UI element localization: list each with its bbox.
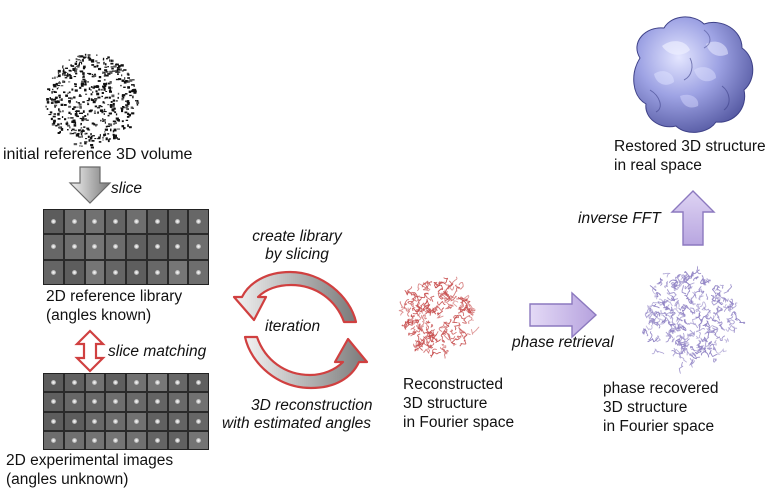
restored-label-line1: Restored 3D structure [614, 138, 766, 155]
restored-label-line2: in real space [614, 157, 702, 174]
projection-tile [106, 260, 125, 284]
reference-library-grid [43, 209, 209, 285]
projection-tile [44, 431, 63, 449]
reconstructed-fourier-structure-image [398, 276, 480, 359]
projection-tile [189, 374, 208, 392]
projection-tile [189, 260, 208, 284]
projection-tile [147, 374, 167, 392]
projection-tile [168, 412, 188, 430]
projection-tile [147, 393, 167, 411]
projection-tile [64, 393, 84, 411]
reconstructed-label-line1: Reconstructed [403, 376, 503, 393]
projection-tile [189, 412, 208, 430]
projection-tile [64, 431, 84, 449]
projection-tile [168, 431, 188, 449]
projection-tile [147, 210, 167, 234]
projection-tile [85, 431, 105, 449]
projection-tile [168, 210, 188, 234]
projection-tile [127, 235, 146, 259]
projection-tile [85, 393, 105, 411]
inverse-fft-arrow [670, 190, 716, 246]
projection-tile [44, 412, 63, 430]
projection-tile [64, 260, 84, 284]
projection-tile [127, 210, 146, 234]
experimental-images-grid [43, 373, 209, 450]
slice-label: slice [111, 180, 143, 197]
initial-volume-image [45, 53, 140, 149]
projection-tile [147, 235, 167, 259]
projection-tile [106, 210, 125, 234]
projection-tile [106, 374, 125, 392]
projection-tile [44, 235, 63, 259]
projection-tile [147, 260, 167, 284]
experimental-images-label-line2: (angles unknown) [6, 471, 129, 488]
projection-tile [64, 412, 84, 430]
projection-tile [189, 235, 208, 259]
iteration-label: iteration [265, 318, 321, 335]
initial-volume-label: initial reference 3D volume [3, 146, 193, 163]
projection-tile [168, 393, 188, 411]
projection-tile [85, 235, 105, 259]
slice-arrow [68, 166, 112, 204]
projection-tile [168, 260, 188, 284]
phase-recovered-label-line1: phase recovered [603, 380, 719, 397]
projection-tile [189, 393, 208, 411]
create-library-label-line1: create library [252, 228, 342, 245]
reconstructed-label-line2: 3D structure [403, 395, 488, 412]
create-library-arrow [232, 270, 358, 324]
create-library-label-line2: by slicing [265, 246, 329, 263]
phase-recovered-label-line3: in Fourier space [603, 418, 715, 435]
projection-tile [44, 210, 63, 234]
slice-matching-arrow [74, 329, 106, 373]
projection-tile [64, 235, 84, 259]
projection-tile [106, 412, 125, 430]
phase-recovered-label-line2: 3D structure [603, 399, 688, 416]
projection-tile [127, 374, 146, 392]
projection-tile [44, 374, 63, 392]
projection-tile [44, 260, 63, 284]
projection-tile [189, 431, 208, 449]
phase-retrieval-label: phase retrieval [512, 334, 614, 351]
projection-tile [127, 260, 146, 284]
projection-tile [85, 260, 105, 284]
reconstruction-label-line2: with estimated angles [222, 415, 372, 432]
projection-tile [106, 235, 125, 259]
projection-tile [168, 374, 188, 392]
projection-tile [127, 412, 146, 430]
experimental-images-label-line1: 2D experimental images [6, 452, 174, 469]
projection-tile [147, 431, 167, 449]
reference-library-label-line2: (angles known) [46, 307, 152, 324]
reference-library-label-line1: 2D reference library [46, 288, 183, 305]
inverse-fft-label: inverse FFT [578, 210, 661, 227]
projection-tile [147, 412, 167, 430]
projection-tile [85, 412, 105, 430]
projection-tile [64, 374, 84, 392]
phase-retrieval-arrow [529, 291, 598, 339]
projection-tile [168, 235, 188, 259]
reconstruction-label-line1: 3D reconstruction [251, 397, 373, 414]
projection-tile [44, 393, 63, 411]
iteration-cycle [232, 270, 369, 390]
projection-tile [189, 210, 208, 234]
projection-tile [127, 431, 146, 449]
projection-tile [127, 393, 146, 411]
reconstruction-arrow [243, 335, 369, 390]
projection-tile [85, 210, 105, 234]
phase-recovered-structure-image [642, 265, 746, 374]
slice-matching-label: slice matching [108, 343, 207, 360]
projection-tile [64, 210, 84, 234]
reconstructed-label-line3: in Fourier space [403, 414, 515, 431]
projection-tile [106, 431, 125, 449]
restored-structure-image [633, 16, 754, 133]
projection-tile [106, 393, 125, 411]
projection-tile [85, 374, 105, 392]
